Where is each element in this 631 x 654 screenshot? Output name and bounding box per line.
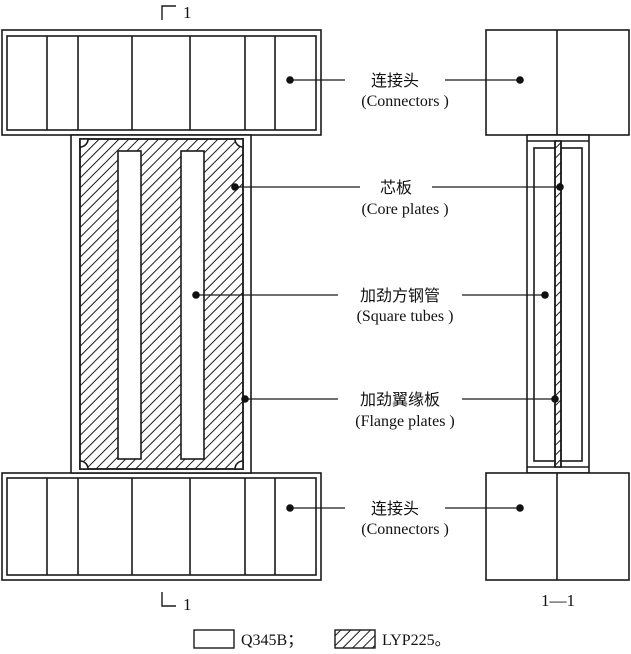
dot-connector-bottom-right	[516, 504, 524, 512]
dot-core-right	[556, 183, 564, 191]
dot-core-left	[231, 183, 239, 191]
leader-dots	[192, 76, 564, 512]
label-connectors-top-en: (Connectors )	[361, 93, 449, 110]
dot-connector-top-left	[286, 76, 294, 84]
side-view	[485, 29, 630, 581]
dot-tube-right	[541, 291, 549, 299]
bottom-connector	[1, 472, 322, 581]
label-square-tubes-zh: 加劲方钢管	[360, 286, 440, 305]
legend-label-hatched: LYP225。	[382, 632, 451, 649]
label-connectors-top-zh: 连接头	[371, 71, 419, 90]
label-flange-plates-en: (Flange plates )	[355, 413, 455, 430]
section-mark-bottom: 1	[183, 595, 192, 614]
dot-tube-left	[192, 291, 200, 299]
core-plate	[70, 134, 252, 474]
label-connectors-bottom-en: (Connectors )	[361, 521, 449, 538]
dot-connector-bottom-left	[286, 504, 294, 512]
dot-flange-right	[551, 395, 559, 403]
legend-label-plain: Q345B；	[241, 632, 303, 649]
section-cut-marks	[161, 5, 176, 607]
label-core-plates-zh: 芯板	[380, 178, 412, 197]
dot-connector-top-right	[516, 76, 524, 84]
label-core-plates-en: (Core plates )	[361, 201, 448, 218]
legend: Q345B； LYP225。	[193, 629, 451, 649]
square-tubes	[117, 150, 205, 460]
label-flange-plates-zh: 加劲翼缘板	[360, 390, 440, 409]
top-connector	[1, 29, 322, 136]
leader-lines	[196, 79, 560, 509]
section-mark-top: 1	[183, 3, 192, 22]
label-connectors-bottom-zh: 连接头	[371, 499, 419, 518]
side-view-title: 1—1	[541, 591, 575, 610]
label-square-tubes-en: (Square tubes )	[357, 308, 454, 325]
dot-flange-left	[241, 395, 249, 403]
legend-swatch-hatched	[334, 629, 376, 649]
legend-swatch-plain	[193, 629, 235, 649]
